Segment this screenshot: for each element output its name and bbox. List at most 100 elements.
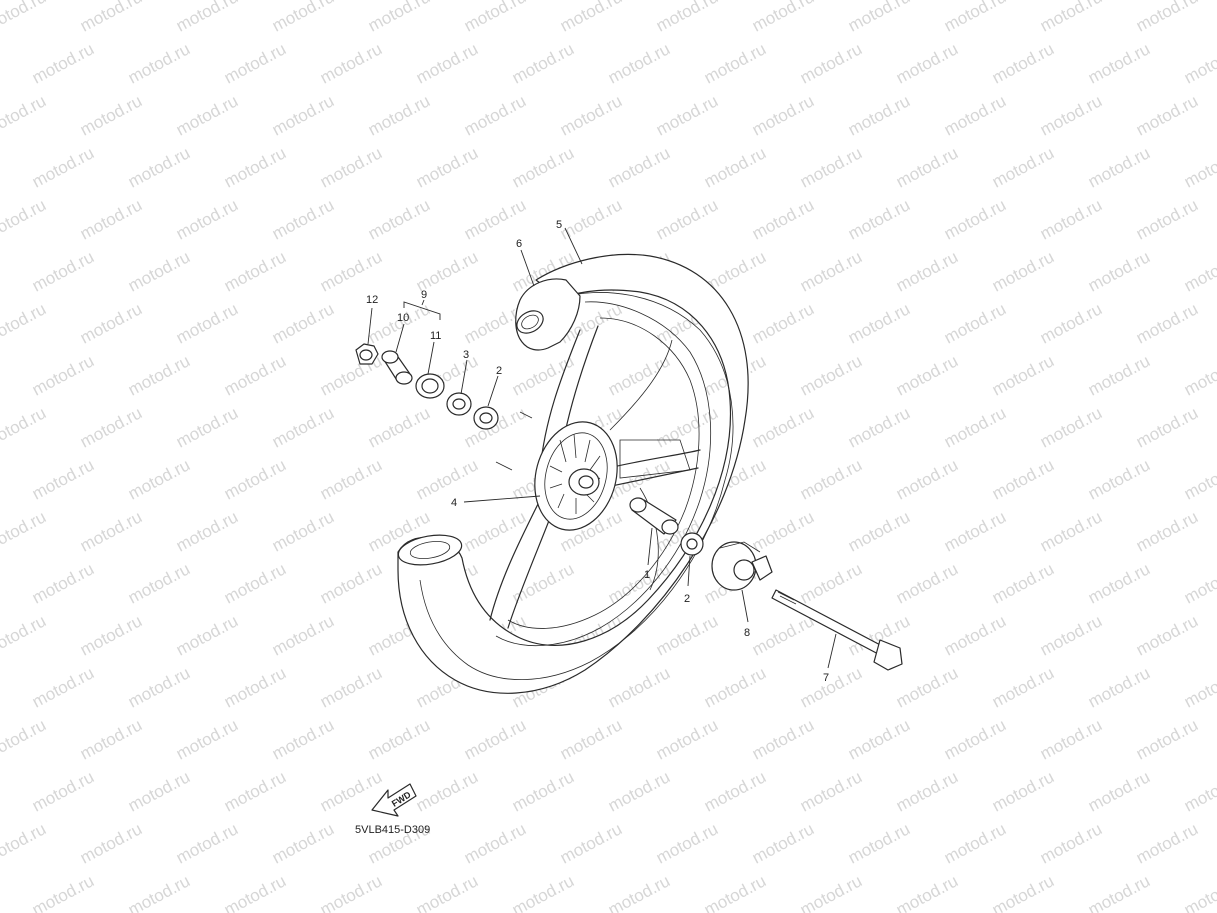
- watermark-text: motod.ru: [0, 299, 49, 347]
- watermark-text: motod.ru: [317, 247, 385, 295]
- watermark-text: motod.ru: [221, 143, 289, 191]
- watermark-text: motod.ru: [0, 351, 1, 399]
- watermark-text: motod.ru: [269, 819, 337, 867]
- watermark-text: motod.ru: [269, 0, 337, 36]
- callout-2-upper: 2: [496, 365, 502, 377]
- watermark-text: motod.ru: [317, 871, 385, 913]
- watermark-text: motod.ru: [221, 559, 289, 607]
- watermark-text: motod.ru: [1181, 247, 1217, 295]
- watermark-text: motod.ru: [701, 663, 769, 711]
- watermark-text: motod.ru: [125, 559, 193, 607]
- watermark-text: motod.ru: [1085, 143, 1153, 191]
- left-parts: [355, 343, 499, 430]
- watermark-text: motod.ru: [221, 767, 289, 815]
- callout-7: 7: [823, 672, 829, 684]
- watermark-text: motod.ru: [173, 0, 241, 36]
- watermark-text: motod.ru: [509, 143, 577, 191]
- watermark-text: motod.ru: [173, 299, 241, 347]
- watermark-text: motod.ru: [989, 767, 1057, 815]
- watermark-text: motod.ru: [557, 819, 625, 867]
- watermark-text: motod.ru: [317, 455, 385, 503]
- watermark-text: motod.ru: [0, 91, 49, 139]
- watermark-text: motod.ru: [413, 455, 481, 503]
- watermark-text: motod.ru: [221, 247, 289, 295]
- watermark-text: motod.ru: [989, 143, 1057, 191]
- callout-5: 5: [556, 219, 562, 231]
- watermark-text: motod.ru: [365, 715, 433, 763]
- watermark-text: motod.ru: [797, 351, 865, 399]
- callout-11: 11: [430, 330, 441, 342]
- watermark-text: motod.ru: [269, 403, 337, 451]
- watermark-text: motod.ru: [125, 455, 193, 503]
- watermark-text: motod.ru: [557, 195, 625, 243]
- watermark-text: motod.ru: [29, 767, 97, 815]
- watermark-text: motod.ru: [749, 819, 817, 867]
- watermark-text: motod.ru: [0, 715, 49, 763]
- watermark-text: motod.ru: [1181, 351, 1217, 399]
- watermark-text: motod.ru: [653, 91, 721, 139]
- watermark-text: motod.ru: [269, 91, 337, 139]
- watermark-text: motod.ru: [125, 39, 193, 87]
- watermark-text: motod.ru: [29, 871, 97, 913]
- watermark-text: motod.ru: [989, 871, 1057, 913]
- watermark-text: motod.ru: [269, 299, 337, 347]
- watermark-text: motod.ru: [125, 871, 193, 913]
- watermark-text: motod.ru: [701, 767, 769, 815]
- watermark-text: motod.ru: [413, 871, 481, 913]
- watermark-text: motod.ru: [845, 299, 913, 347]
- watermark-text: motod.ru: [125, 767, 193, 815]
- watermark-text: motod.ru: [125, 247, 193, 295]
- watermark-text: motod.ru: [0, 195, 49, 243]
- watermark-text: motod.ru: [317, 663, 385, 711]
- watermark-text: motod.ru: [893, 767, 961, 815]
- fwd-arrow: FWD: [371, 783, 417, 817]
- watermark-text: motod.ru: [893, 871, 961, 913]
- watermark-text: motod.ru: [1181, 559, 1217, 607]
- watermark-text: motod.ru: [509, 39, 577, 87]
- watermark-text: motod.ru: [605, 39, 673, 87]
- watermark-text: motod.ru: [893, 351, 961, 399]
- watermark-text: motod.ru: [1037, 91, 1105, 139]
- watermark-text: motod.ru: [365, 0, 433, 36]
- watermark-text: motod.ru: [317, 39, 385, 87]
- spacer: [629, 497, 679, 535]
- watermark-text: motod.ru: [989, 39, 1057, 87]
- watermark-text: motod.ru: [1133, 299, 1201, 347]
- watermark-text: motod.ru: [1133, 195, 1201, 243]
- watermark-text: motod.ru: [77, 195, 145, 243]
- watermark-text: motod.ru: [749, 299, 817, 347]
- watermark-text: motod.ru: [989, 663, 1057, 711]
- watermark-text: motod.ru: [749, 195, 817, 243]
- watermark-text: motod.ru: [269, 507, 337, 555]
- watermark-text: motod.ru: [1133, 91, 1201, 139]
- watermark-text: motod.ru: [605, 871, 673, 913]
- watermark-text: motod.ru: [749, 507, 817, 555]
- watermark-text: motod.ru: [1133, 507, 1201, 555]
- watermark-text: motod.ru: [0, 663, 1, 711]
- watermark-text: motod.ru: [989, 455, 1057, 503]
- watermark-text: motod.ru: [1181, 871, 1217, 913]
- watermark-text: motod.ru: [77, 299, 145, 347]
- watermark-text: motod.ru: [893, 143, 961, 191]
- watermark-text: motod.ru: [1133, 0, 1201, 36]
- watermark-text: motod.ru: [797, 39, 865, 87]
- watermark-text: motod.ru: [1133, 819, 1201, 867]
- watermark-text: motod.ru: [221, 663, 289, 711]
- callout-4: 4: [451, 497, 457, 509]
- watermark-text: motod.ru: [797, 559, 865, 607]
- watermark-text: motod.ru: [941, 715, 1009, 763]
- watermark-text: motod.ru: [365, 403, 433, 451]
- callout-6: 6: [516, 238, 522, 250]
- watermark-text: motod.ru: [893, 247, 961, 295]
- watermark-text: motod.ru: [941, 819, 1009, 867]
- watermark-text: motod.ru: [941, 91, 1009, 139]
- watermark-text: motod.ru: [173, 819, 241, 867]
- watermark-text: motod.ru: [0, 0, 49, 36]
- watermark-text: motod.ru: [797, 247, 865, 295]
- watermark-text: motod.ru: [0, 247, 1, 295]
- watermark-text: motod.ru: [893, 455, 961, 503]
- watermark-text: motod.ru: [413, 143, 481, 191]
- watermark-text: motod.ru: [125, 351, 193, 399]
- watermark-text: motod.ru: [893, 559, 961, 607]
